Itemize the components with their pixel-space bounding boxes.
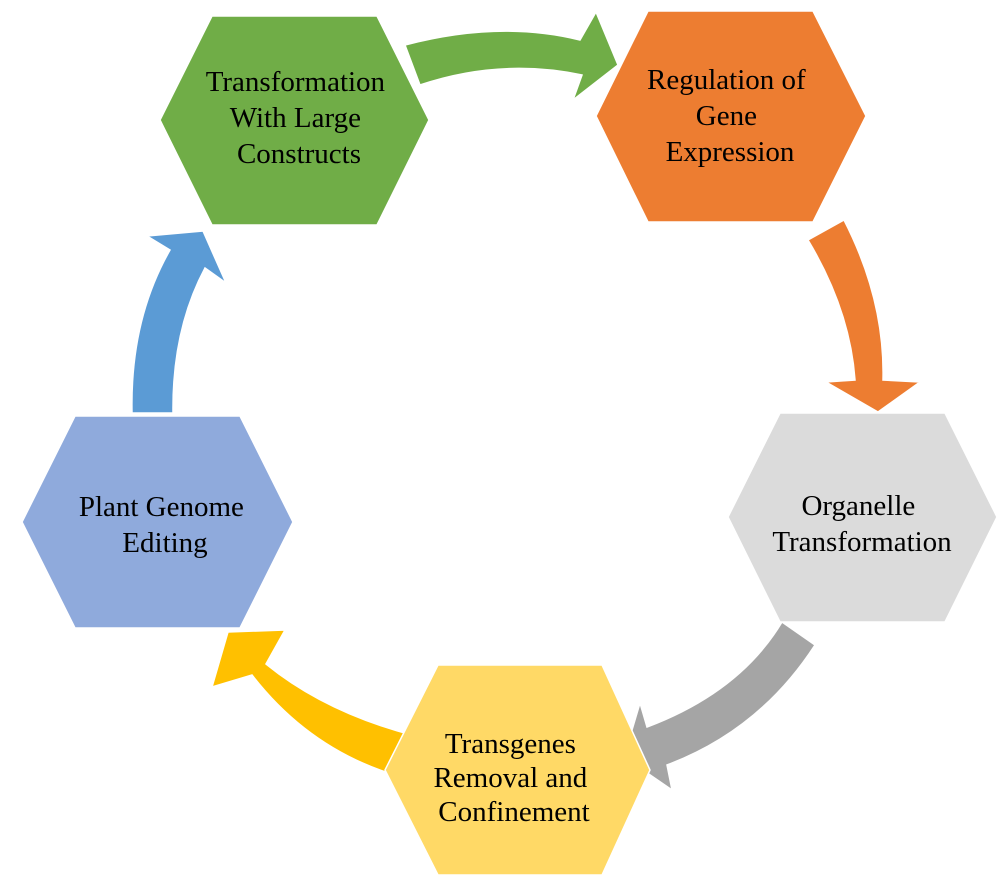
label-line: Expression xyxy=(666,136,795,168)
arrow-large-constructs-to-gene-expression xyxy=(404,10,619,103)
arrow-transgenes-to-genome-editing xyxy=(210,629,413,777)
label-line: Constructs xyxy=(237,138,361,170)
node-organelle: Organelle Transformation xyxy=(727,412,998,623)
label-line: Plant Genome xyxy=(79,491,244,523)
label-line: Editing xyxy=(122,527,207,559)
arrow-organelle-to-transgenes xyxy=(623,620,817,792)
node-label-transgenes: Transgenes Removal and Confinement xyxy=(433,728,594,828)
label-line: Organelle xyxy=(801,490,915,522)
label-line: Confinement xyxy=(438,796,589,828)
node-gene-expression: Regulation of Gene Expression xyxy=(595,10,867,223)
label-line: Removal and xyxy=(433,762,587,794)
label-line: With Large xyxy=(230,102,361,134)
label-line: Regulation of xyxy=(647,64,806,96)
label-line: Transgenes xyxy=(445,728,576,760)
node-label-genome-editing: Plant Genome Editing xyxy=(79,491,251,559)
hexagon-gene-expression xyxy=(595,10,867,223)
hexagon-transgenes xyxy=(384,664,651,876)
node-transgenes: Transgenes Removal and Confinement xyxy=(384,664,651,876)
node-large-constructs: Transformation With Large Constructs xyxy=(159,15,430,226)
hexagon-organelle xyxy=(727,412,998,623)
node-label-organelle: Organelle Transformation xyxy=(772,490,952,558)
label-line: Transformation xyxy=(772,526,952,558)
node-label-large-constructs: Transformation With Large Constructs xyxy=(206,66,393,170)
hexagon-genome-editing xyxy=(21,415,294,629)
node-label-gene-expression: Regulation of Gene Expression xyxy=(647,64,813,168)
label-line: Gene xyxy=(696,100,757,132)
arrow-genome-editing-to-large-constructs xyxy=(131,230,228,414)
hexagon-large-constructs xyxy=(159,15,430,226)
node-genome-editing: Plant Genome Editing xyxy=(21,415,294,629)
arrow-gene-expression-to-organelle xyxy=(806,218,923,413)
label-line: Transformation xyxy=(206,66,386,98)
